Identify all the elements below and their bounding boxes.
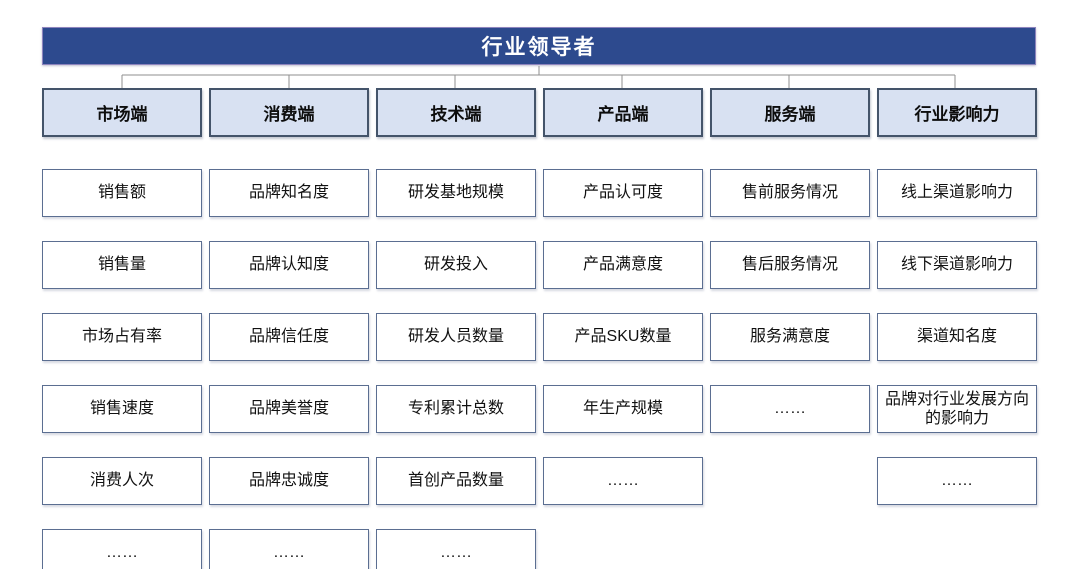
item-cell: 品牌忠诚度 — [209, 457, 369, 505]
column-header: 消费端 — [209, 88, 369, 137]
column-4: 服务端售前服务情况售后服务情况服务满意度 …… — [710, 88, 870, 569]
item-cell: …… — [877, 457, 1037, 505]
item-cell: 品牌信任度 — [209, 313, 369, 361]
item-cell: 首创产品数量 — [376, 457, 536, 505]
column-header: 行业影响力 — [877, 88, 1037, 137]
item-cell: 专利累计总数 — [376, 385, 536, 433]
column-header: 服务端 — [710, 88, 870, 137]
column-2: 技术端研发基地规模研发投入研发人员数量专利累计总数首创产品数量 …… — [376, 88, 536, 569]
item-cell: 渠道知名度 — [877, 313, 1037, 361]
item-cell: …… — [42, 529, 202, 569]
item-cell: 销售速度 — [42, 385, 202, 433]
item-cell: 研发投入 — [376, 241, 536, 289]
item-cell: 线下渠道影响力 — [877, 241, 1037, 289]
item-cell: 售后服务情况 — [710, 241, 870, 289]
item-cell: 研发人员数量 — [376, 313, 536, 361]
item-cell: 销售额 — [42, 169, 202, 217]
column-1: 消费端品牌知名度品牌认知度品牌信任度品牌美誉度品牌忠诚度 …… — [209, 88, 369, 569]
columns-container: 市场端销售额销售量市场占有率销售速度消费人次……消费端品牌知名度品牌认知度品牌信… — [42, 88, 1037, 569]
item-cell: 产品满意度 — [543, 241, 703, 289]
item-cell: 服务满意度 — [710, 313, 870, 361]
item-cell: 年生产规模 — [543, 385, 703, 433]
item-cell: 线上渠道影响力 — [877, 169, 1037, 217]
column-header: 市场端 — [42, 88, 202, 137]
item-cell: …… — [209, 529, 369, 569]
column-3: 产品端产品认可度产品满意度产品SKU数量年生产规模 …… — [543, 88, 703, 569]
item-cell: 产品SKU数量 — [543, 313, 703, 361]
item-cell: 销售量 — [42, 241, 202, 289]
item-cell: 消费人次 — [42, 457, 202, 505]
column-header: 技术端 — [376, 88, 536, 137]
item-cell: 品牌知名度 — [209, 169, 369, 217]
item-cell: 品牌认知度 — [209, 241, 369, 289]
item-cell: 品牌美誉度 — [209, 385, 369, 433]
column-0: 市场端销售额销售量市场占有率销售速度消费人次 …… — [42, 88, 202, 569]
column-5: 行业影响力线上渠道影响力线下渠道影响力渠道知名度品牌对行业发展方向的影响力 …… — [877, 88, 1037, 569]
item-cell: …… — [710, 385, 870, 433]
item-cell: 研发基地规模 — [376, 169, 536, 217]
item-cell: …… — [376, 529, 536, 569]
item-cell: …… — [543, 457, 703, 505]
item-cell: 售前服务情况 — [710, 169, 870, 217]
column-header: 产品端 — [543, 88, 703, 137]
item-cell: 品牌对行业发展方向的影响力 — [877, 385, 1037, 433]
root-title-banner: 行业领导者 — [42, 27, 1036, 65]
item-cell: 产品认可度 — [543, 169, 703, 217]
item-cell: 市场占有率 — [42, 313, 202, 361]
